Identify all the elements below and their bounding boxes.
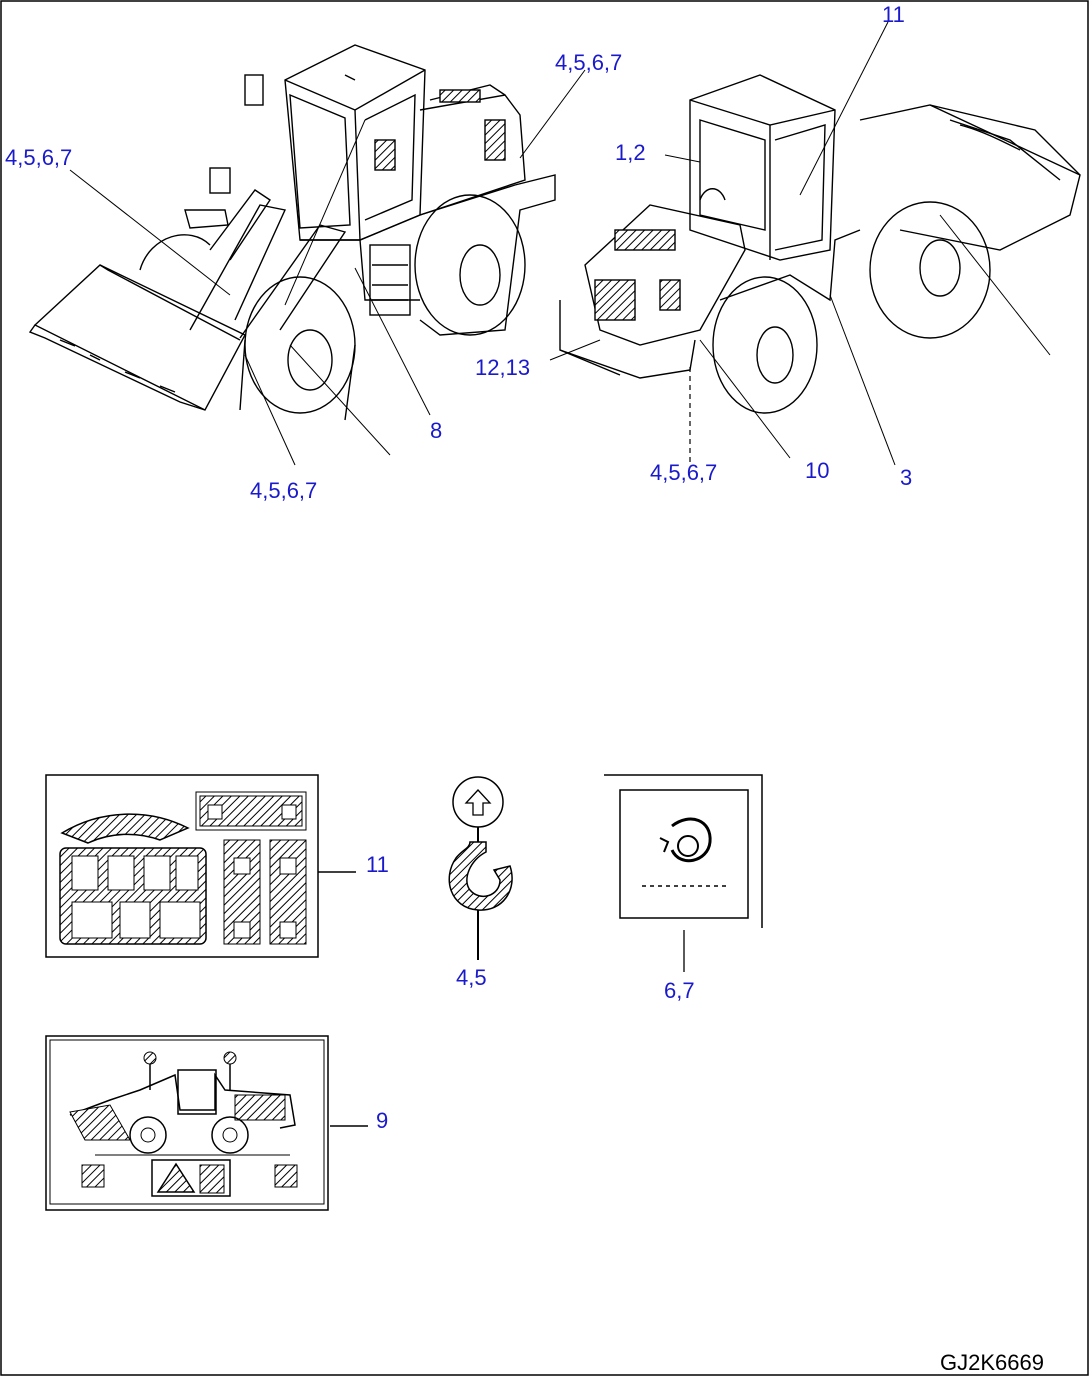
decal-label-6-7: 6,7 <box>664 978 695 1003</box>
callout-left-top-left: 4,5,6,7 <box>5 145 72 170</box>
callout-right-11: 11 <box>882 2 905 27</box>
callout-left-bottom: 4,5,6,7 <box>250 478 317 503</box>
lever-pattern-decal <box>45 774 356 958</box>
decal-label-9: 9 <box>376 1108 388 1133</box>
tie-down-icon <box>670 817 712 863</box>
leader-lines-left <box>69 69 586 466</box>
decal-label-11: 11 <box>366 852 389 877</box>
callout-right-3: 3 <box>900 465 912 490</box>
wheel-loader-front-view <box>28 44 556 421</box>
lifting-hook-icon <box>448 841 513 911</box>
warning-triangle-icon <box>156 1162 196 1193</box>
leader-lines-right <box>549 21 1051 466</box>
wheel-loader-rear-view <box>559 74 1081 414</box>
callout-right-10: 10 <box>805 458 829 483</box>
callout-left-8: 8 <box>430 418 442 443</box>
callout-left-top-right: 4,5,6,7 <box>555 50 622 75</box>
drawing-code: GJ2K6669 <box>940 1350 1044 1375</box>
tie-down-decal <box>604 774 763 972</box>
lifting-position-decal <box>45 1035 368 1211</box>
callout-right-12-13: 12,13 <box>475 355 530 380</box>
arrow-up-icon <box>452 776 504 828</box>
callout-right-bottom: 4,5,6,7 <box>650 460 717 485</box>
hook-decal <box>448 776 513 960</box>
decal-label-4-5: 4,5 <box>456 965 487 990</box>
callout-right-1-2: 1,2 <box>615 140 646 165</box>
